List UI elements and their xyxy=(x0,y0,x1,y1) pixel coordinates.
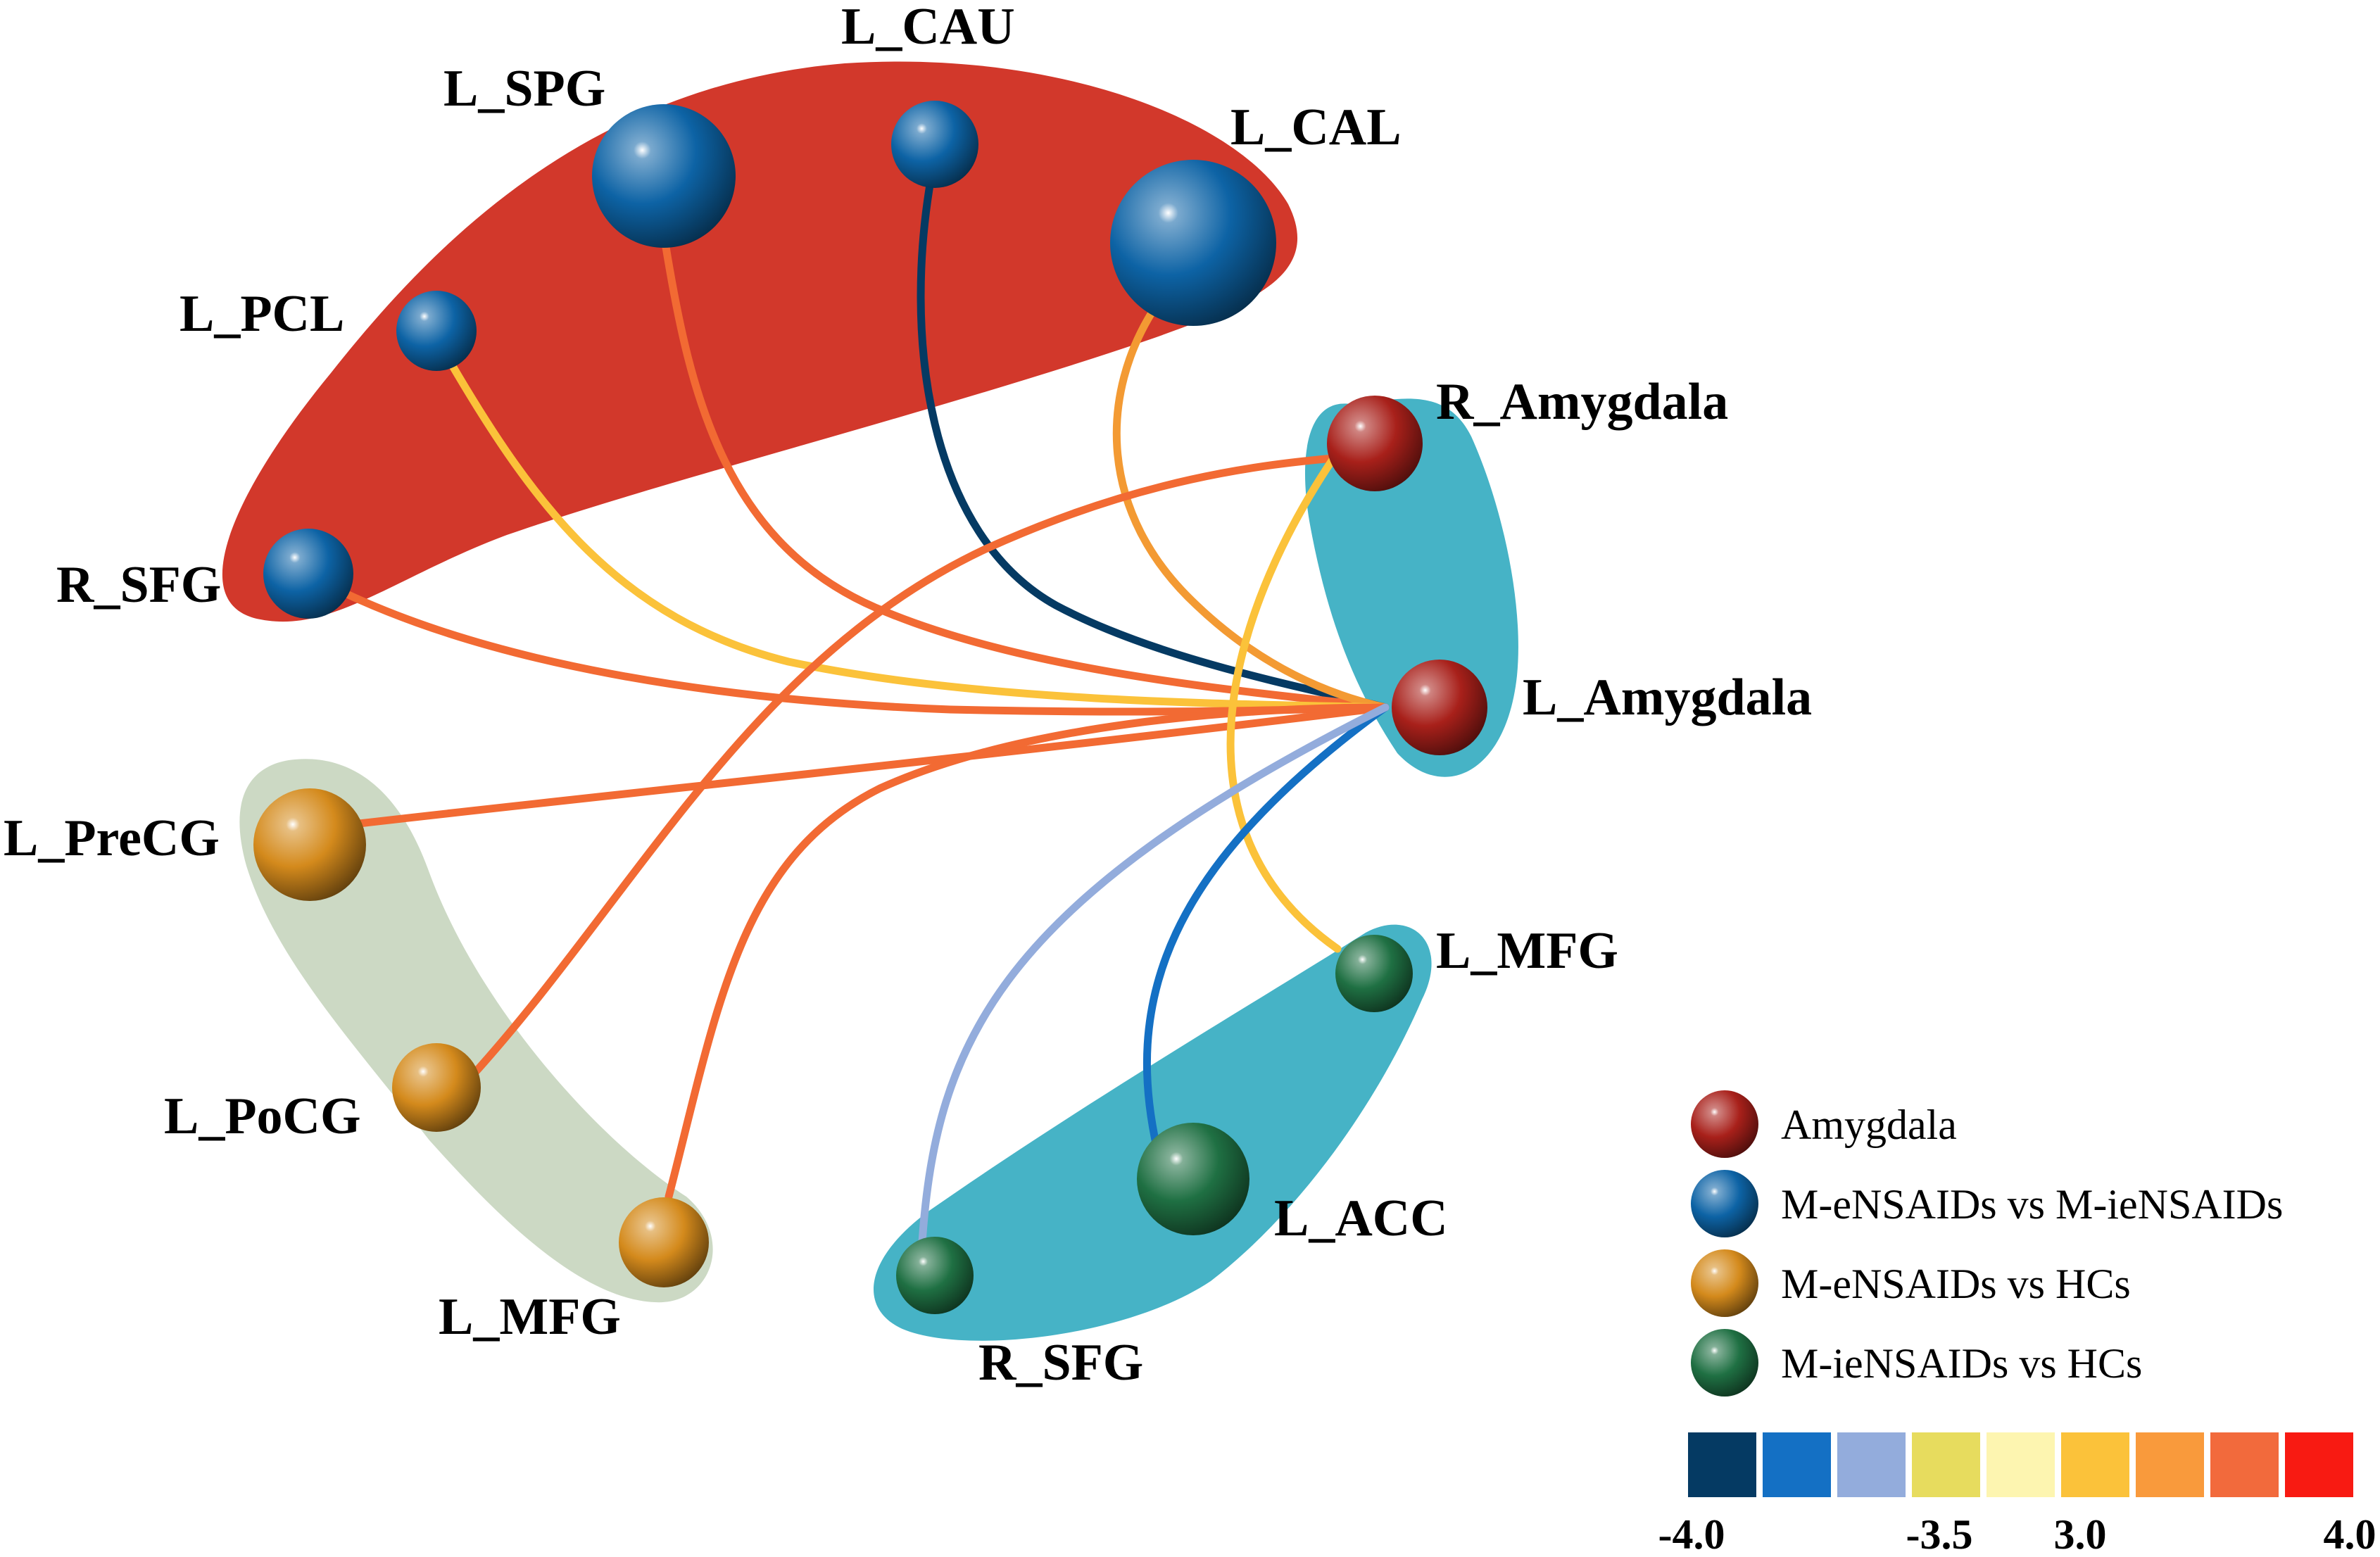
hull-mensaids-hcs-group xyxy=(239,759,713,1303)
node-L_MFG-right xyxy=(1335,935,1413,1012)
label-L_MFG-left: L_MFG xyxy=(439,1288,621,1346)
legend-label-m-ensaids-vs-m-iensaids: M-eNSAIDs vs M-ieNSAIDs xyxy=(1781,1181,2283,1228)
edge-L_PreCG-L_Amygdala xyxy=(355,703,1390,828)
hull-top-group xyxy=(222,61,1298,622)
label-L_PoCG: L_PoCG xyxy=(164,1088,361,1145)
node-L_CAU xyxy=(891,101,978,188)
label-L_Amygdala: L_Amygdala xyxy=(1523,669,1812,726)
label-L_CAU: L_CAU xyxy=(841,0,1015,56)
node-L_MFG-left xyxy=(619,1197,709,1287)
edge-L_MFG_right-R_Amygdala xyxy=(1226,453,1342,953)
edge-L_ACC-L_Amygdala xyxy=(1142,703,1390,1166)
scale-tick-label: 4.0 xyxy=(2324,1511,2376,1557)
node-L_SPG xyxy=(592,104,736,248)
node-L_Amygdala xyxy=(1392,660,1487,755)
color-scale-swatch xyxy=(1763,1432,1831,1497)
node-L_ACC xyxy=(1137,1123,1249,1235)
label-R_Amygdala: R_Amygdala xyxy=(1436,373,1728,431)
color-scale-swatch xyxy=(1987,1432,2055,1497)
edge-R_SFG_bottom-L_Amygdala xyxy=(918,703,1390,1247)
color-scale-swatch xyxy=(1837,1432,1906,1497)
node-R_SFG-top xyxy=(263,529,353,619)
label-L_SPG: L_SPG xyxy=(443,60,605,118)
legend-marker-m-iensaids-vs-hcs xyxy=(1691,1329,1758,1397)
label-R_SFG-top: R_SFG xyxy=(56,556,221,614)
label-L_ACC: L_ACC xyxy=(1274,1190,1448,1247)
node-R_Amygdala xyxy=(1327,396,1423,491)
legend-marker-amygdala xyxy=(1691,1090,1758,1158)
edges xyxy=(344,165,1390,1247)
color-scale-swatch xyxy=(2061,1432,2129,1497)
color-scale-swatch xyxy=(1688,1432,1756,1497)
legend-marker-m-ensaids-vs-m-iensaids xyxy=(1691,1170,1758,1237)
edge-L_SPG-L_Amygdala xyxy=(661,239,1390,712)
scale-tick-label: -3.5 xyxy=(1906,1511,1973,1557)
nodes xyxy=(253,101,1487,1314)
legend-label-m-iensaids-vs-hcs: M-ieNSAIDs vs HCs xyxy=(1781,1340,2142,1387)
label-L_MFG-right: L_MFG xyxy=(1436,922,1618,980)
legend-label-m-ensaids-vs-hcs: M-eNSAIDs vs HCs xyxy=(1781,1261,2131,1307)
legend-label-amygdala: Amygdala xyxy=(1781,1102,1957,1148)
node-R_SFG-bottom xyxy=(896,1237,974,1314)
node-L_PoCG xyxy=(392,1043,481,1132)
node-L_CAL xyxy=(1110,160,1276,326)
label-L_PreCG: L_PreCG xyxy=(4,809,220,867)
legend: Amygdala M-eNSAIDs vs M-ieNSAIDs M-eNSAI… xyxy=(1691,1090,2283,1397)
edge-L_MFG_left-L_Amygdala xyxy=(665,703,1390,1201)
edge-L_CAU-L_Amygdala xyxy=(917,165,1390,712)
node-labels: L_CAU L_SPG L_CAL L_PCL R_SFG R_Amygdala… xyxy=(4,0,1812,1392)
label-L_CAL: L_CAL xyxy=(1230,99,1402,156)
color-scale-swatch xyxy=(1912,1432,1980,1497)
edge-L_PoCG-R_Amygdala xyxy=(460,453,1345,1088)
scale-tick-label: 3.0 xyxy=(2054,1511,2107,1557)
label-R_SFG-bottom: R_SFG xyxy=(978,1334,1143,1392)
edge-R_SFG_top-L_Amygdala xyxy=(344,591,1390,716)
color-scale-swatch xyxy=(2210,1432,2279,1497)
node-L_PreCG xyxy=(253,788,366,901)
label-L_PCL: L_PCL xyxy=(180,285,344,343)
color-scale-labels: -4.0 -3.5 3.0 4.0 xyxy=(1658,1511,2376,1557)
node-L_PCL xyxy=(396,291,477,371)
scale-tick-label: -4.0 xyxy=(1658,1511,1725,1557)
edge-L_CAL-L_Amygdala xyxy=(1112,302,1390,712)
legend-marker-m-ensaids-vs-hcs xyxy=(1691,1249,1758,1317)
color-scale-swatch xyxy=(2285,1432,2353,1497)
color-scale-swatch xyxy=(2136,1432,2204,1497)
color-scale-bar xyxy=(1688,1432,2353,1497)
